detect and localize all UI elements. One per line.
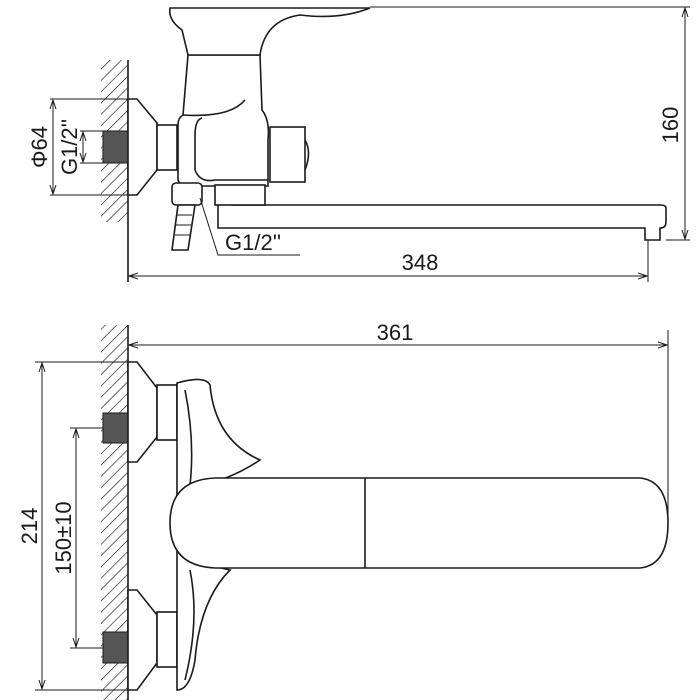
lower-nipple [156,611,178,668]
eccentric-nipple [156,124,178,171]
upper-nipple [156,384,178,441]
spout-length-label: 348 [402,250,439,275]
outlet-thread-leader [199,197,300,256]
flange-diameter-label: Φ64 [27,126,52,168]
upper-flange [127,361,158,463]
outlet-thread-label: G1/2'' [225,230,281,255]
top-view: Φ64 G1/2'' G1/2'' 348 160 [27,6,690,282]
inlet-thread-label: G1/2'' [57,119,82,175]
wall-flange [127,98,158,196]
bottom-view: 361 214 150±10 [17,320,669,700]
lever-handle [169,477,669,569]
overall-height-label: 214 [17,508,42,545]
inlet-thread [102,130,129,164]
lever-handle [168,7,371,56]
diverter-knob [269,126,306,183]
lower-inlet-thread [102,631,129,664]
body-contour [194,117,268,182]
shower-outlet-nut [171,182,203,206]
body-contour [184,389,195,681]
lower-flange [127,589,158,691]
inlet-spacing-label: 150±10 [51,501,76,574]
mixer-body [177,54,270,187]
spout [217,186,667,241]
diverter-cap [304,139,310,171]
upper-inlet-thread [102,412,129,444]
outlet-nut [214,184,266,206]
overall-length-label: 361 [377,320,414,345]
hose-connector [171,204,196,251]
height-label: 160 [658,107,683,144]
body-contour [182,99,246,117]
